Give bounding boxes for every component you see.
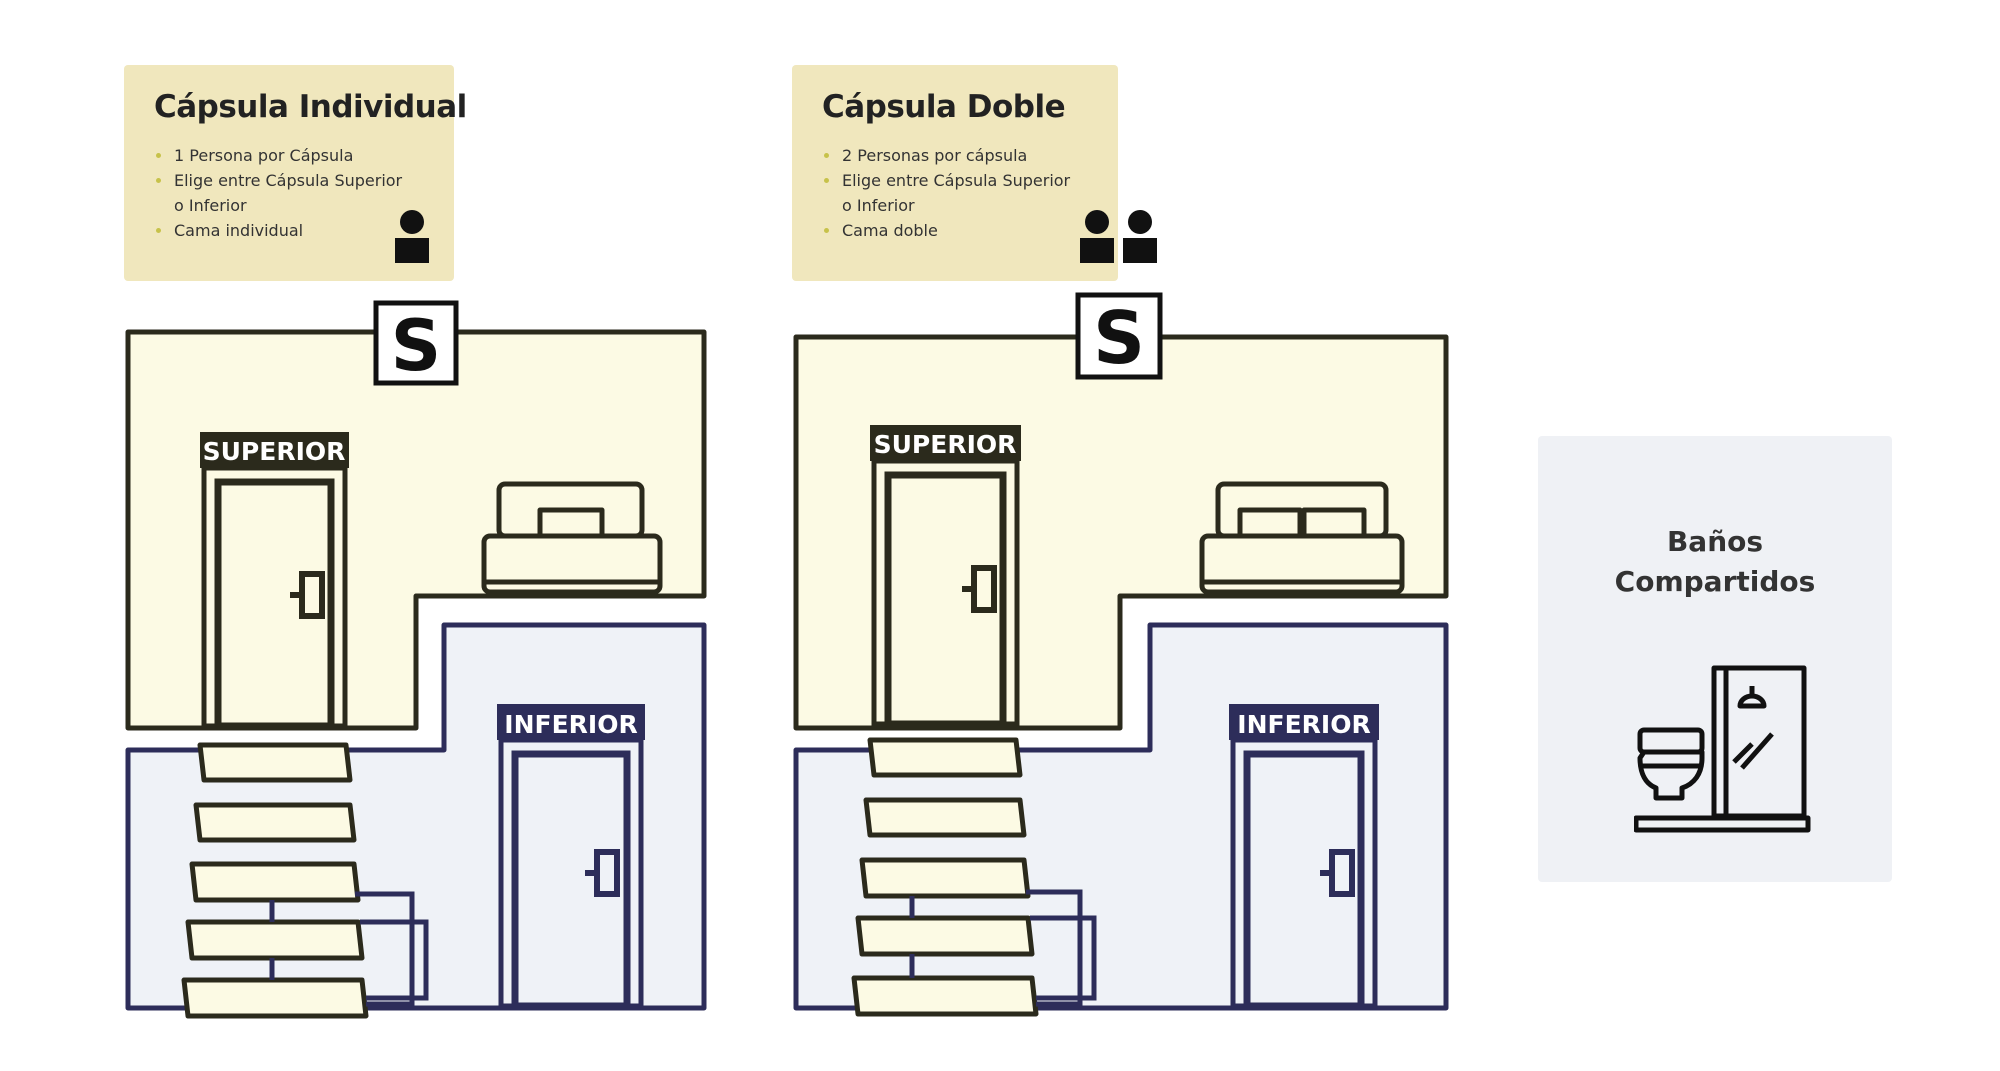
- superior-label-bg: [200, 432, 349, 468]
- single-person-icon: [395, 210, 429, 263]
- banos-title: Baños Compartidos: [1538, 522, 1892, 602]
- door-handle-icon: [585, 849, 620, 897]
- card-title: Cápsula Individual: [154, 89, 467, 125]
- feature-item: Elige entre Cápsula Superior: [154, 168, 402, 193]
- inferior-label-bg: [1229, 704, 1379, 740]
- two-persons-icon: [1080, 210, 1157, 263]
- inferior-label-bg: [497, 704, 645, 740]
- feature-item-continuation: o Inferior: [174, 196, 247, 215]
- banos-compartidos-panel: Baños Compartidos: [1538, 436, 1892, 882]
- single-bed-icon: [481, 481, 663, 595]
- s-sign-letter: S: [1093, 296, 1145, 380]
- s-sign: [373, 300, 459, 386]
- feature-item: 2 Personas por cápsula: [822, 143, 1070, 168]
- door-handle-icon: [1320, 849, 1355, 897]
- feature-item: Elige entre Cápsula Superior: [822, 168, 1070, 193]
- banos-title-line: Baños: [1666, 525, 1764, 558]
- banos-title-line: Compartidos: [1614, 565, 1816, 598]
- capsule-doble-illustration: S SUPERIOR INFERIOR: [793, 292, 1449, 1017]
- ladder-rails: [909, 889, 1097, 1007]
- ladder-rails: [269, 891, 429, 1007]
- superior-label: SUPERIOR: [874, 430, 1017, 459]
- ladder-steps: [181, 742, 369, 1019]
- feature-item: 1 Persona por Cápsula: [154, 143, 402, 168]
- feature-item: Cama doble: [822, 218, 1070, 243]
- superior-label-bg: [870, 425, 1021, 461]
- feature-item: Cama individual: [154, 218, 402, 243]
- feature-list: 1 Persona por Cápsula Elige entre Cápsul…: [154, 143, 402, 243]
- feature-list: 2 Personas por cápsula Elige entre Cápsu…: [822, 143, 1070, 243]
- card-title: Cápsula Doble: [822, 89, 1066, 125]
- superior-door: [884, 471, 1007, 728]
- inferior-door: [1243, 750, 1365, 1010]
- toilet-shower-icon: [1634, 665, 1811, 833]
- inferior-label: INFERIOR: [1237, 710, 1370, 739]
- s-sign-letter: S: [391, 305, 441, 387]
- feature-item-continuation: o Inferior: [842, 196, 915, 215]
- double-bed-icon: [1199, 481, 1405, 595]
- capsule-individual-illustration: S SUPERIOR INFERIOR: [125, 300, 707, 1019]
- inferior-label: INFERIOR: [504, 710, 637, 739]
- inferior-door: [511, 750, 631, 1010]
- door-handle-icon: [290, 571, 325, 619]
- ladder-steps: [851, 737, 1039, 1017]
- superior-label: SUPERIOR: [203, 437, 346, 466]
- card-capsula-doble: Cápsula Doble 2 Personas por cápsula Eli…: [792, 65, 1118, 281]
- s-sign: [1075, 292, 1163, 380]
- card-capsula-individual: Cápsula Individual 1 Persona por Cápsula…: [124, 65, 467, 281]
- superior-door: [214, 478, 335, 730]
- door-handle-icon: [962, 565, 997, 613]
